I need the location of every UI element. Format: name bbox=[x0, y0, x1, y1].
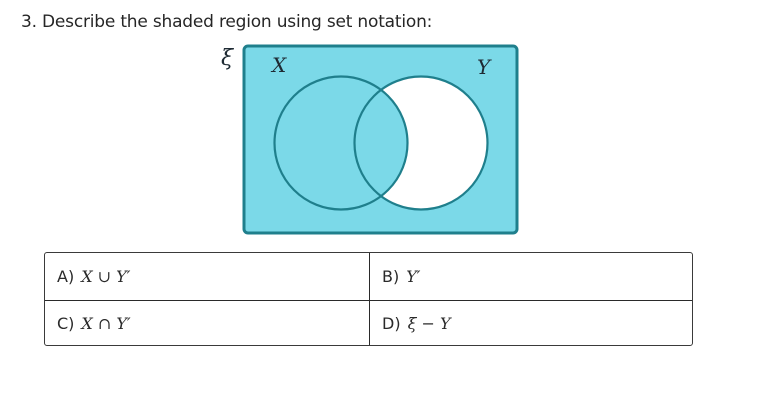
option-c[interactable]: C) X ∩ Y′ bbox=[45, 301, 370, 345]
option-c-expression: X ∩ Y′ bbox=[81, 313, 131, 333]
answer-options-table: A) X ∪ Y′ B) Y′ C) X ∩ Y′ D) ξ − Y bbox=[44, 252, 693, 346]
option-b[interactable]: B) Y′ bbox=[370, 253, 692, 301]
option-b-letter: B) bbox=[382, 267, 400, 286]
option-c-letter: C) bbox=[57, 313, 75, 333]
option-d[interactable]: D) ξ − Y bbox=[370, 301, 692, 345]
option-a-letter: A) bbox=[57, 267, 75, 286]
set-x-circle bbox=[273, 75, 409, 211]
option-a-expression: X ∪ Y′ bbox=[81, 267, 131, 286]
question-text: 3. Describe the shaded region using set … bbox=[21, 12, 433, 32]
option-b-expression: Y′ bbox=[406, 267, 421, 286]
universal-set-symbol: ξ bbox=[221, 46, 234, 71]
intersection-shaded-region bbox=[354, 76, 408, 210]
set-y-circle bbox=[353, 75, 489, 211]
set-y-label: Y bbox=[477, 55, 491, 79]
option-a[interactable]: A) X ∪ Y′ bbox=[45, 253, 370, 301]
set-x-label: X bbox=[272, 53, 287, 77]
option-d-expression: ξ − Y bbox=[407, 313, 451, 333]
option-d-letter: D) bbox=[382, 313, 401, 333]
